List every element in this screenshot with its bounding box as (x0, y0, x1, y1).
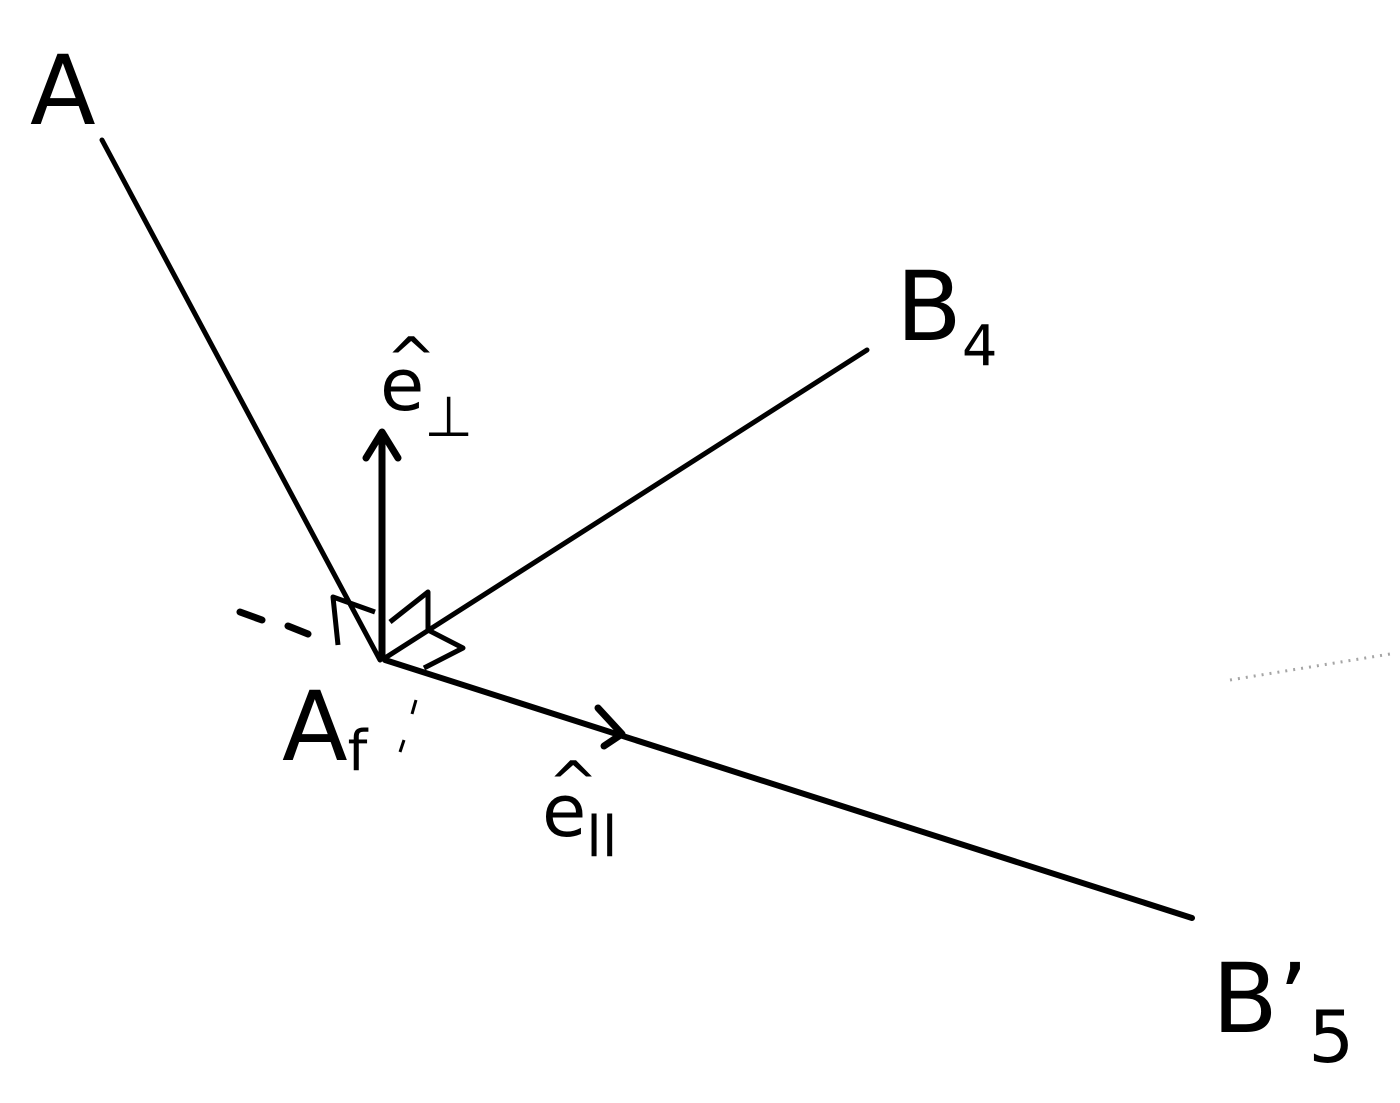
segment-af-b5 (382, 657, 1195, 921)
vertex-dash-mark (398, 699, 418, 753)
e-perp-hat: ^ (386, 325, 436, 395)
e-parallel-hat: ^ (548, 749, 598, 819)
label-e-parallel-main: e (542, 769, 586, 853)
right-angle-marker-left (330, 594, 376, 646)
label-e-parallel: ell (542, 769, 617, 870)
label-e-parallel-sub: ll (586, 805, 617, 870)
label-b5-main: B’ (1212, 943, 1308, 1055)
e-perp-arrow (362, 428, 402, 662)
label-e-perp: e⊥ (380, 343, 473, 450)
label-b4-main: B (896, 251, 962, 363)
label-af: Af (282, 671, 369, 784)
label-a: A (30, 35, 96, 147)
segment-a-af (99, 137, 383, 663)
segment-af-b4 (382, 347, 870, 661)
label-af-main: A (282, 671, 348, 783)
label-b4-sub: 4 (962, 314, 998, 379)
label-e-perp-sub: ⊥ (424, 385, 473, 450)
label-b5: B’5 (1212, 943, 1354, 1079)
label-b4: B4 (896, 251, 998, 379)
faint-scan-mark (1229, 652, 1391, 682)
right-angle-marker-upper (388, 589, 431, 632)
label-e-perp-main: e (380, 343, 424, 427)
label-af-sub: f (348, 719, 369, 784)
e-parallel-arrow (594, 704, 626, 750)
right-angle-marker-lower (422, 627, 466, 671)
dashed-extension (236, 608, 312, 638)
label-b5-sub: 5 (1308, 995, 1354, 1079)
